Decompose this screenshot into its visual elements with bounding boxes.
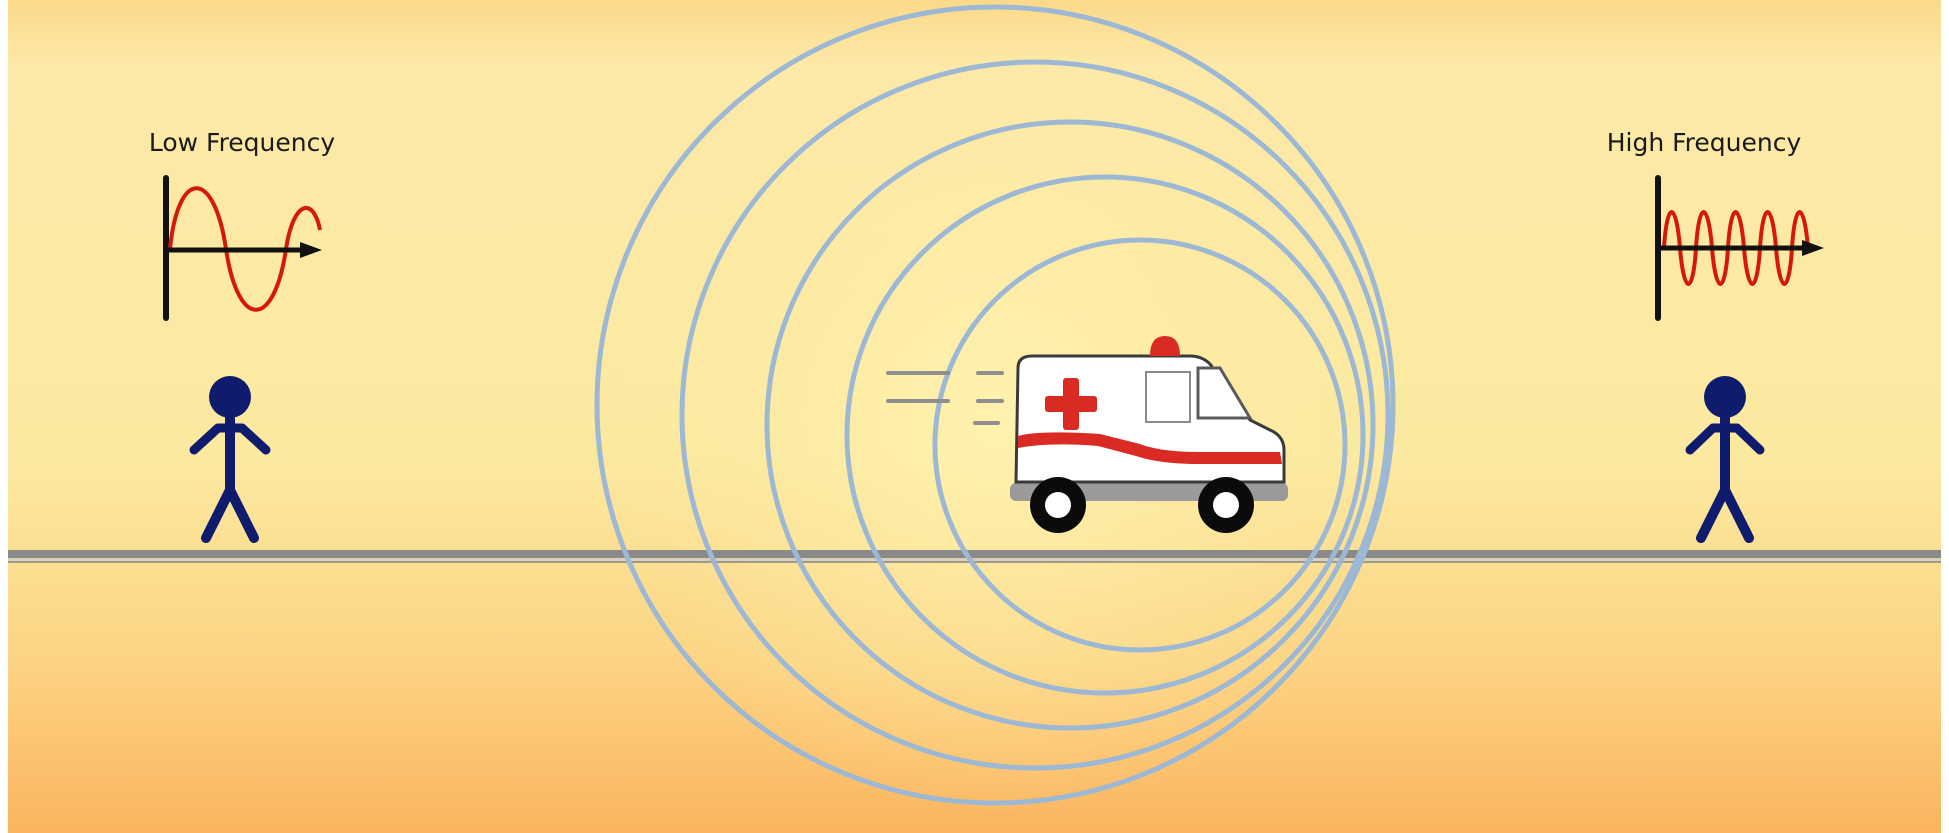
low-frequency-label: Low Frequency (149, 128, 335, 157)
ground-line (8, 550, 1941, 563)
sound-glow (600, 20, 1400, 820)
high-frequency-label: High Frequency (1607, 128, 1802, 157)
